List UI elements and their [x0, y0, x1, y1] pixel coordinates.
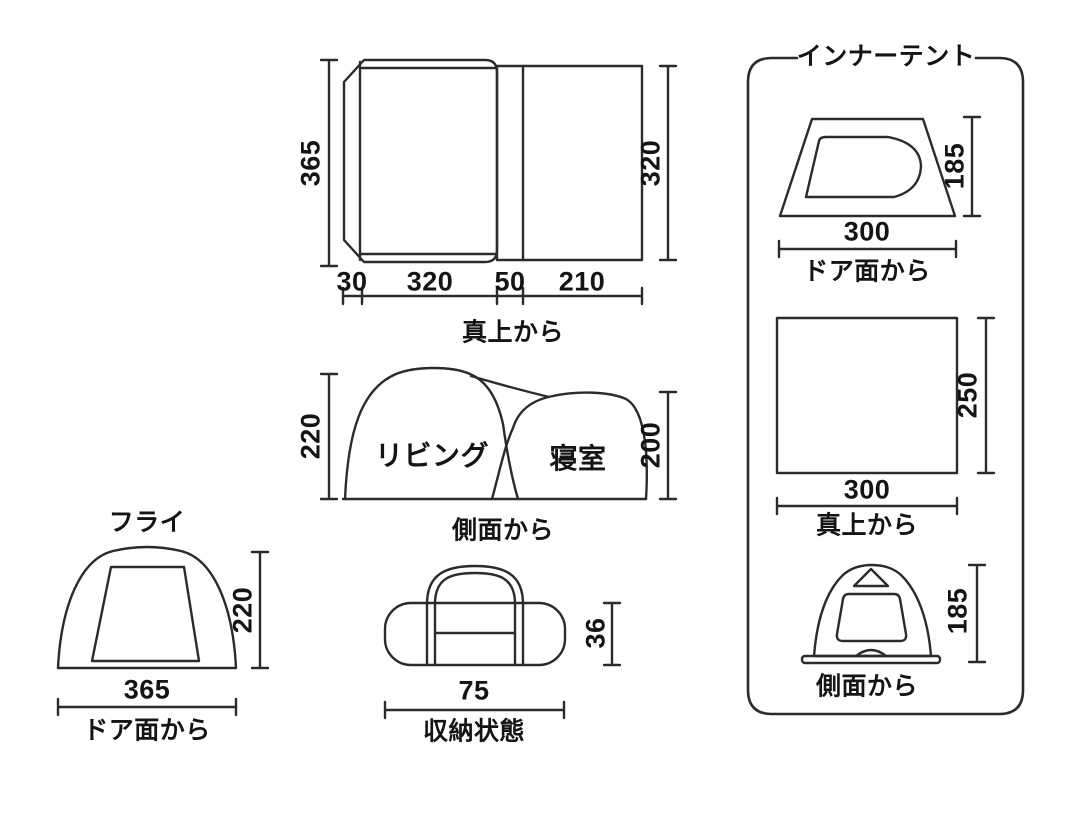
dim-topview-width-3: 50 — [494, 266, 526, 297]
caption-fly-doorface: ドア面から — [83, 716, 211, 745]
inner-topview-outline — [777, 318, 957, 473]
room-label-bedroom: 寝室 — [549, 443, 607, 474]
dim-fly-width: 365 — [123, 674, 171, 705]
inner-sideview-body — [814, 565, 931, 656]
dim-sideview-height-left: 220 — [295, 412, 326, 460]
dim-inner-door-height: 185 — [939, 142, 970, 190]
sideview-ridge-connector — [471, 376, 549, 397]
dim-sideview-height-right: 200 — [635, 421, 666, 469]
dim-bag-height: 36 — [580, 617, 611, 649]
fly-dome-outline — [58, 547, 236, 668]
inner-sideview-vent-triangle — [854, 569, 888, 586]
inner-tent-border — [748, 58, 1023, 714]
storage-bag-shape — [385, 566, 620, 718]
inner-topview-dimension-lines — [777, 318, 994, 514]
dim-inner-door-width: 300 — [843, 216, 891, 247]
dim-topview-height-right: 320 — [635, 139, 666, 187]
dim-inner-side-height: 185 — [942, 587, 973, 635]
dim-topview-width-4: 210 — [558, 266, 606, 297]
fly-topview-rear-section — [497, 66, 642, 260]
room-label-living: リビング — [374, 440, 490, 471]
dim-topview-width-2: 320 — [406, 266, 454, 297]
caption-storage: 収納状態 — [422, 717, 526, 746]
inner-sideview-window — [837, 594, 906, 641]
inner-sideview-dimension-lines — [969, 565, 985, 662]
dim-inner-top-width: 300 — [843, 474, 891, 505]
dim-topview-width-1: 30 — [336, 266, 368, 297]
fly-front-view-shape — [58, 547, 268, 715]
caption-inner-doorview: ドア面から — [803, 257, 931, 286]
panel-title-inner-tent: インナーテント — [796, 42, 976, 71]
dim-inner-top-depth: 250 — [952, 371, 983, 419]
fly-topview-bands — [360, 62, 496, 260]
sideview-dimension-lines — [321, 374, 676, 499]
dim-fly-height: 220 — [227, 586, 258, 634]
bag-dimension-lines — [385, 603, 620, 718]
caption-inner-sideview: 側面から — [815, 672, 919, 701]
inner-sideview-base — [802, 656, 940, 663]
view-title-fly: フライ — [108, 508, 186, 537]
inner-doorview-dimension-lines — [779, 117, 980, 257]
fly-door-panel — [92, 567, 199, 661]
fly-topview-outline — [344, 60, 497, 262]
bag-handle — [427, 566, 523, 604]
caption-inner-topview: 真上から — [815, 511, 919, 540]
fly-top-view-shape — [321, 60, 676, 304]
sideview-living-dome — [345, 368, 518, 499]
inner-tent-panel — [748, 58, 1023, 714]
fly-dimension-lines — [58, 552, 268, 715]
inner-sideview-threshold-arc — [856, 650, 886, 656]
caption-sideview: 側面から — [451, 516, 555, 545]
caption-topview: 真上から — [461, 318, 565, 347]
dim-bag-width: 75 — [458, 675, 490, 706]
fly-side-view-shape — [321, 368, 676, 499]
sideview-bedroom-dome — [492, 393, 647, 499]
fly-topview-dimension-lines — [321, 60, 676, 304]
inner-doorview-outline — [780, 119, 955, 216]
dim-topview-height-left: 365 — [295, 139, 326, 187]
inner-doorview-door — [806, 137, 921, 197]
bag-body — [385, 603, 565, 665]
